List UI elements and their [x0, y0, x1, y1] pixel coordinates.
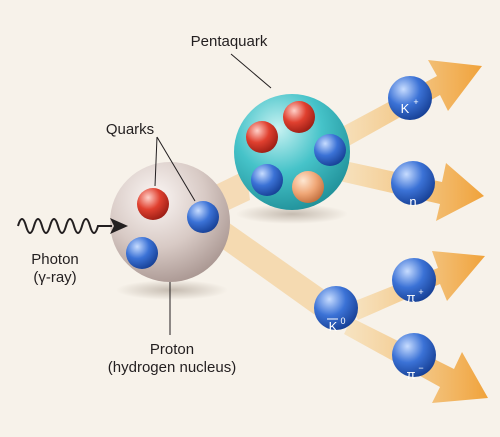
- red-quark: [246, 121, 278, 153]
- red-quark: [137, 188, 169, 220]
- blue-quark: [126, 237, 158, 269]
- antiquark: [292, 171, 324, 203]
- pentaquark-quarks: [246, 101, 346, 203]
- gamma-ray-label: (γ-ray): [33, 269, 76, 286]
- proton-label: Proton: [150, 341, 194, 358]
- kaon-plus-charge: +: [413, 97, 418, 107]
- kaon-plus-symbol: K: [401, 101, 410, 116]
- pion-plus-charge: +: [418, 287, 423, 297]
- pion-minus-symbol: π: [407, 367, 416, 382]
- photon-label: Photon: [31, 251, 79, 268]
- pion-minus-particle: π −: [392, 333, 436, 382]
- kaon-zero-charge: 0: [340, 316, 345, 326]
- blue-quark: [314, 134, 346, 166]
- photon-wave: [17, 218, 112, 234]
- photon-arrowhead: [110, 218, 128, 234]
- pion-plus-symbol: π: [407, 290, 416, 305]
- proton-subtitle: (hydrogen nucleus): [108, 359, 236, 376]
- neutron-symbol: n: [409, 194, 416, 209]
- kaon-plus-particle: K +: [388, 76, 432, 120]
- proton-quarks: [126, 188, 219, 269]
- proton-to-kaon-zero-beam: [210, 220, 336, 320]
- pentaquark-label: Pentaquark: [191, 33, 268, 50]
- leader-lines: [154, 53, 272, 335]
- kaon-zero-symbol: K: [329, 319, 338, 334]
- pion-plus-particle: π +: [392, 258, 436, 305]
- blue-quark: [187, 201, 219, 233]
- pion-minus-charge: −: [418, 363, 423, 373]
- quarks-label: Quarks: [106, 121, 154, 138]
- kaon-zero-particle: K 0: [314, 286, 358, 334]
- red-quark: [283, 101, 315, 133]
- neutron-particle: n: [391, 161, 435, 209]
- blue-quark: [251, 164, 283, 196]
